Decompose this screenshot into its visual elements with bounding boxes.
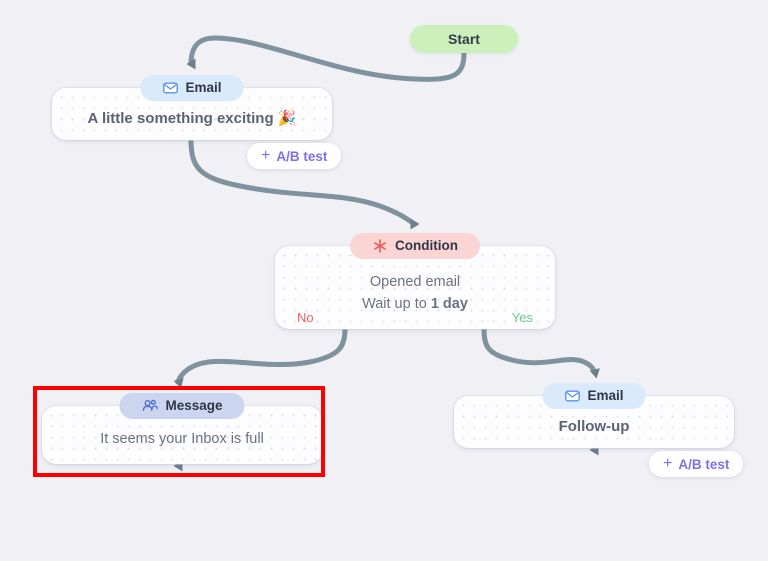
node-type-pill-email[interactable]: Email	[542, 383, 646, 409]
node-email-welcome[interactable]: Email A little something exciting 🎉	[52, 75, 332, 140]
node-message-inbox-full[interactable]: Message It seems your Inbox is full	[42, 393, 322, 464]
node-condition-opened-email[interactable]: Condition Opened email Wait up to 1 day …	[275, 233, 555, 329]
edge-condition-no-to-message	[173, 326, 348, 389]
node-type-pill-condition[interactable]: Condition	[350, 233, 480, 259]
node-card: Message It seems your Inbox is full	[42, 393, 322, 464]
condition-wait-prefix: Wait up to	[362, 295, 431, 312]
start-label: Start	[448, 31, 480, 47]
node-type-pill-email[interactable]: Email	[140, 75, 244, 101]
condition-description: Opened email	[369, 273, 461, 290]
node-type-label: Message	[165, 398, 223, 414]
ab-test-label: A/B test	[678, 456, 730, 472]
ab-test-button-email-follow-up[interactable]: + A/B test	[649, 451, 744, 477]
ab-test-button-email-welcome[interactable]: + A/B test	[247, 143, 342, 169]
node-card: Email Follow-up	[454, 383, 734, 448]
ab-test-label: A/B test	[276, 148, 328, 164]
envelope-icon	[162, 80, 178, 96]
node-type-label: Email	[587, 388, 624, 404]
plus-icon: +	[663, 455, 673, 472]
node-body-text: It seems your Inbox is full	[100, 431, 264, 448]
edge-condition-yes-to-email2	[481, 326, 601, 379]
node-start[interactable]: Start	[410, 25, 518, 53]
split-asterisk-icon	[372, 238, 388, 254]
branch-label-no: No	[297, 310, 314, 325]
node-card: Email A little something exciting 🎉	[52, 75, 332, 140]
envelope-icon	[564, 388, 580, 404]
node-type-label: Condition	[395, 238, 458, 254]
node-body-text: Follow-up	[558, 417, 630, 435]
node-card: Condition Opened email Wait up to 1 day …	[275, 233, 555, 329]
node-body-text: A little something exciting 🎉	[87, 109, 297, 127]
node-body: Opened email Wait up to 1 day	[275, 260, 555, 316]
node-email-follow-up[interactable]: Email Follow-up	[454, 383, 734, 448]
people-icon	[141, 398, 158, 414]
condition-wait-value: 1 day	[430, 295, 468, 312]
node-type-label: Email	[185, 80, 222, 96]
node-type-pill-message[interactable]: Message	[119, 393, 245, 419]
plus-icon: +	[261, 147, 271, 164]
condition-wait-line: Wait up to 1 day	[275, 294, 555, 316]
branch-label-yes: Yes	[511, 310, 533, 325]
